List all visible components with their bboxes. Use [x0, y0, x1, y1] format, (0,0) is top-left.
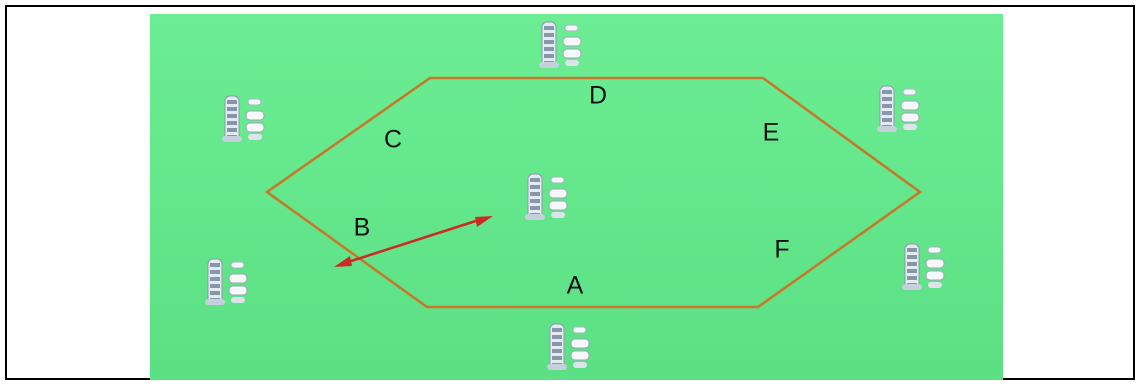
cell-label-f: F [774, 235, 790, 264]
arrow-icon [334, 216, 493, 267]
cell-diagram-panel: D C E B F A [150, 14, 1003, 380]
hexagon-cell-outline [264, 76, 923, 309]
cell-label-d: D [588, 81, 608, 110]
cell-diagram [150, 14, 1003, 380]
cell-label-c: C [383, 125, 403, 154]
cell-label-a: A [566, 271, 584, 300]
cell-label-b: B [353, 213, 371, 242]
cell-label-e: E [762, 118, 780, 147]
diagram-background [150, 14, 1003, 380]
